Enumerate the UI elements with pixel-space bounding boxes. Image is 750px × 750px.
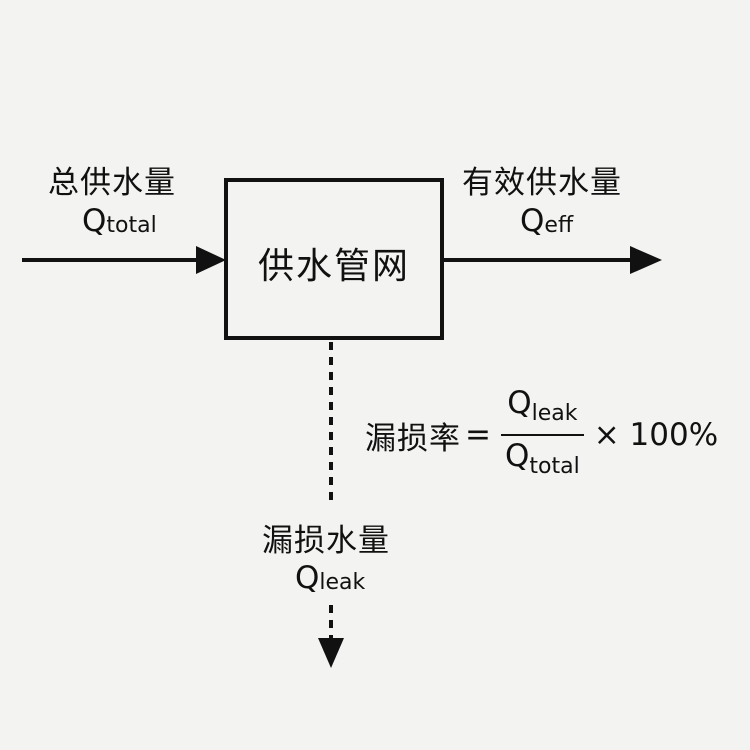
formula-lhs: 漏损率 xyxy=(365,420,461,457)
inflow-q: Qtotal xyxy=(82,203,157,239)
outflow-q: Qeff xyxy=(520,203,573,239)
formula-numerator: Qleak xyxy=(503,383,581,434)
outflow-arrowhead xyxy=(630,246,662,274)
leak-arrowhead xyxy=(318,638,344,668)
formula-denominator: Qtotal xyxy=(501,436,584,487)
outflow-label: 有效供水量 xyxy=(462,165,622,201)
leak-q-base: Q xyxy=(295,560,320,596)
formula-fraction-bar xyxy=(500,434,584,437)
inflow-q-base: Q xyxy=(82,203,107,239)
leak-label: 漏损水量 xyxy=(262,523,390,559)
formula-fraction: Qleak Qtotal xyxy=(500,383,584,487)
inflow-arrowhead xyxy=(196,246,226,274)
inflow-label: 总供水量 xyxy=(48,165,176,201)
leak-q: Qleak xyxy=(295,560,365,596)
outflow-q-base: Q xyxy=(520,203,545,239)
formula-den-base: Q xyxy=(504,438,530,475)
formula-multiplier: × 100% xyxy=(593,417,719,454)
leakage-rate-formula: 漏损率 = Qleak Qtotal × 100% xyxy=(365,383,718,487)
box-label: 供水管网 xyxy=(258,246,411,287)
formula-equals: = xyxy=(465,417,491,454)
formula-num-sub: leak xyxy=(531,401,578,427)
outflow-q-sub: eff xyxy=(544,213,574,238)
formula-num-base: Q xyxy=(507,385,532,421)
formula-den-sub: total xyxy=(529,454,580,480)
inflow-q-sub: total xyxy=(106,213,157,238)
leak-q-sub: leak xyxy=(319,570,366,595)
